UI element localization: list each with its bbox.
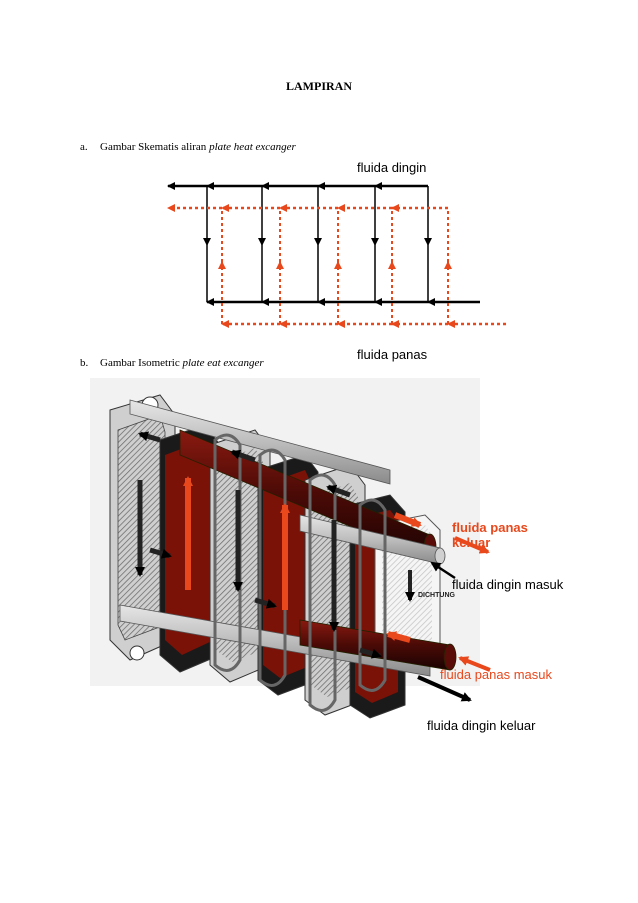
schematic-flow-diagram <box>167 182 506 328</box>
page-title: LAMPIRAN <box>286 79 352 93</box>
label-hot-out: fluida panas keluar <box>452 520 528 550</box>
arrow-cold-out <box>417 675 472 702</box>
arrow-hot-out <box>454 536 490 554</box>
caption-text: Gambar Isometric <box>100 357 183 369</box>
caption-marker: a. <box>80 141 88 153</box>
caption-isometric: b. Gambar Isometric plate eat excanger <box>80 357 264 369</box>
label-cold-in: fluida dingin masuk <box>452 577 564 592</box>
caption-italic: plate eat excanger <box>182 357 264 369</box>
cold-fluid-flow <box>167 182 480 306</box>
caption-italic: plate heat excanger <box>209 141 296 153</box>
caption-marker: b. <box>80 357 89 369</box>
label-hot-in: fluida panas masuk <box>440 667 553 682</box>
label-hot-fluid: fluida panas <box>357 347 428 362</box>
plate-flow-arrows <box>135 431 422 659</box>
upper-rods <box>129 399 446 565</box>
arrow-hot-in <box>458 656 491 672</box>
caption-text: Gambar Skematis aliran <box>100 141 210 153</box>
arrow-cold-in <box>430 561 456 580</box>
gasket-label: DICHTUNG <box>418 592 455 599</box>
isometric-heat-exchanger: DICHTUNG <box>90 378 491 719</box>
frame-rings <box>213 433 387 712</box>
label-cold-out: fluida dingin keluar <box>427 718 536 733</box>
caption-schematic: a. Gambar Skematis aliran plate heat exca… <box>80 141 296 153</box>
hot-fluid-flow <box>167 204 506 328</box>
label-cold-fluid: fluida dingin <box>357 160 427 175</box>
